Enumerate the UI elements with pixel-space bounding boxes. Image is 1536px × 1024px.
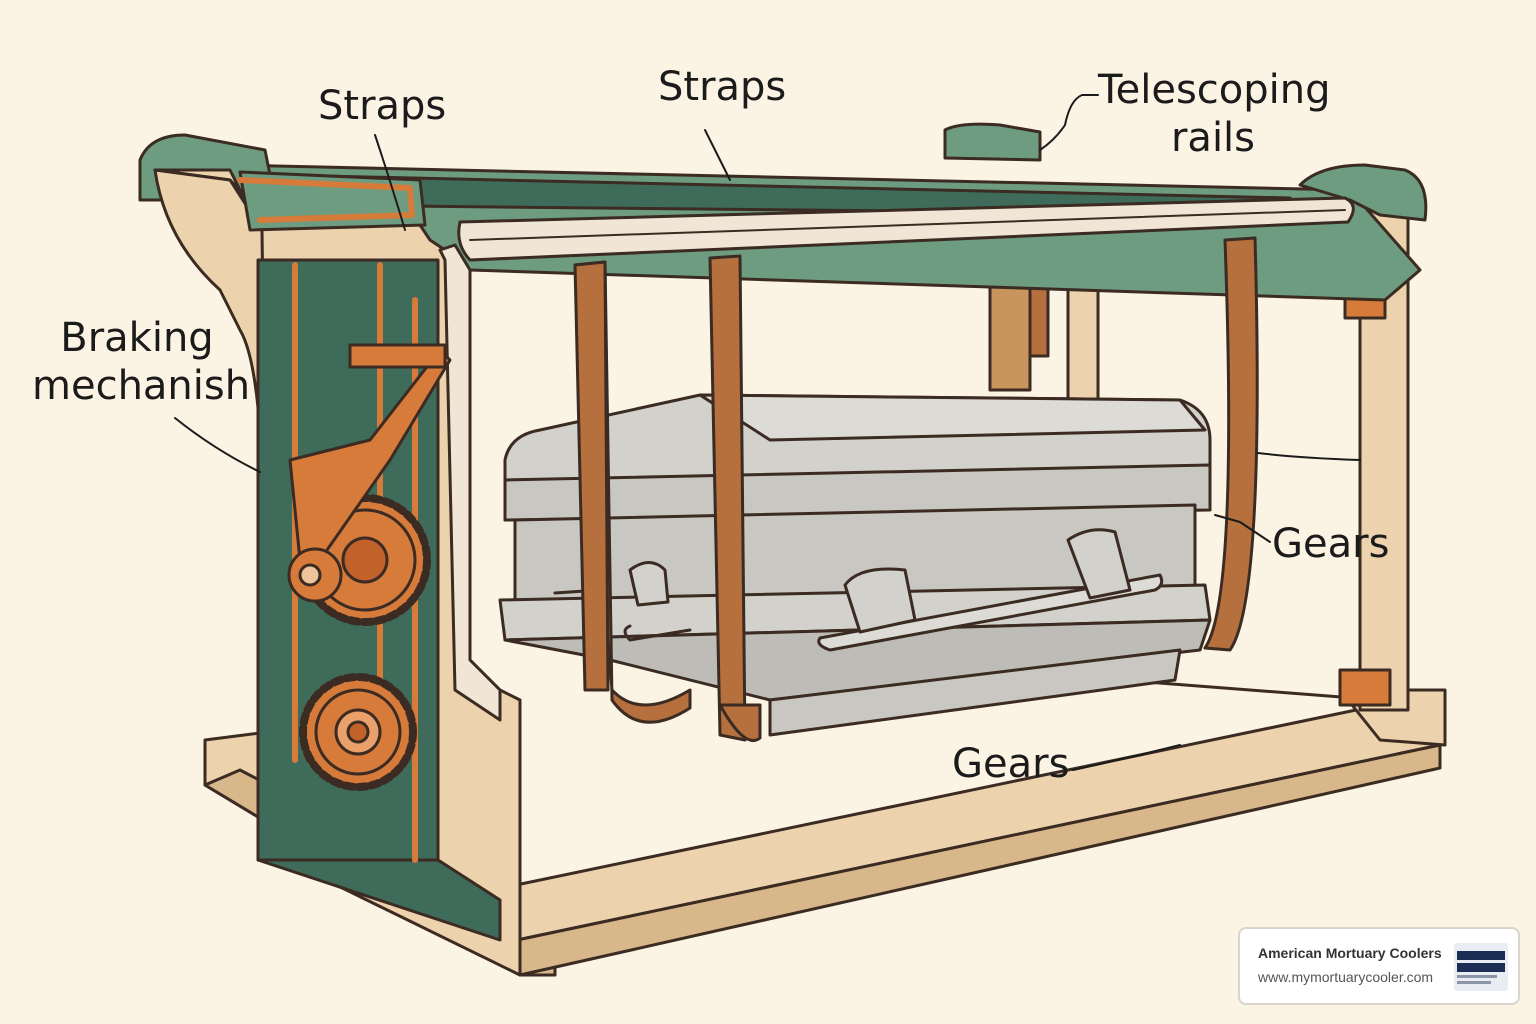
label-gears-right: Gears bbox=[1272, 521, 1390, 567]
label-braking-line1: Braking bbox=[60, 315, 214, 361]
label-straps-left: Straps bbox=[318, 83, 447, 129]
brake-lever bbox=[287, 343, 452, 603]
label-braking-mechanism: Braking mechanish bbox=[32, 314, 251, 410]
label-telescoping-rails: Telescoping rails bbox=[1098, 66, 1331, 162]
company-logo-icon bbox=[1454, 943, 1508, 991]
watermark-company: American Mortuary Coolers bbox=[1258, 945, 1442, 961]
watermark-badge: American Mortuary Coolers www.mymortuary… bbox=[1238, 927, 1520, 1005]
label-telescoping-line1: Telescoping bbox=[1098, 67, 1331, 113]
label-telescoping-line2: rails bbox=[1170, 115, 1256, 161]
watermark-url: www.mymortuarycooler.com bbox=[1258, 969, 1434, 985]
lower-gear bbox=[299, 673, 417, 791]
leader-lines bbox=[174, 94, 1361, 771]
casket bbox=[498, 393, 1212, 737]
label-gears-bottom: Gears bbox=[952, 741, 1070, 787]
label-braking-line2: mechanish bbox=[32, 363, 251, 409]
label-straps-top: Straps bbox=[658, 64, 787, 110]
straps bbox=[573, 236, 1259, 743]
